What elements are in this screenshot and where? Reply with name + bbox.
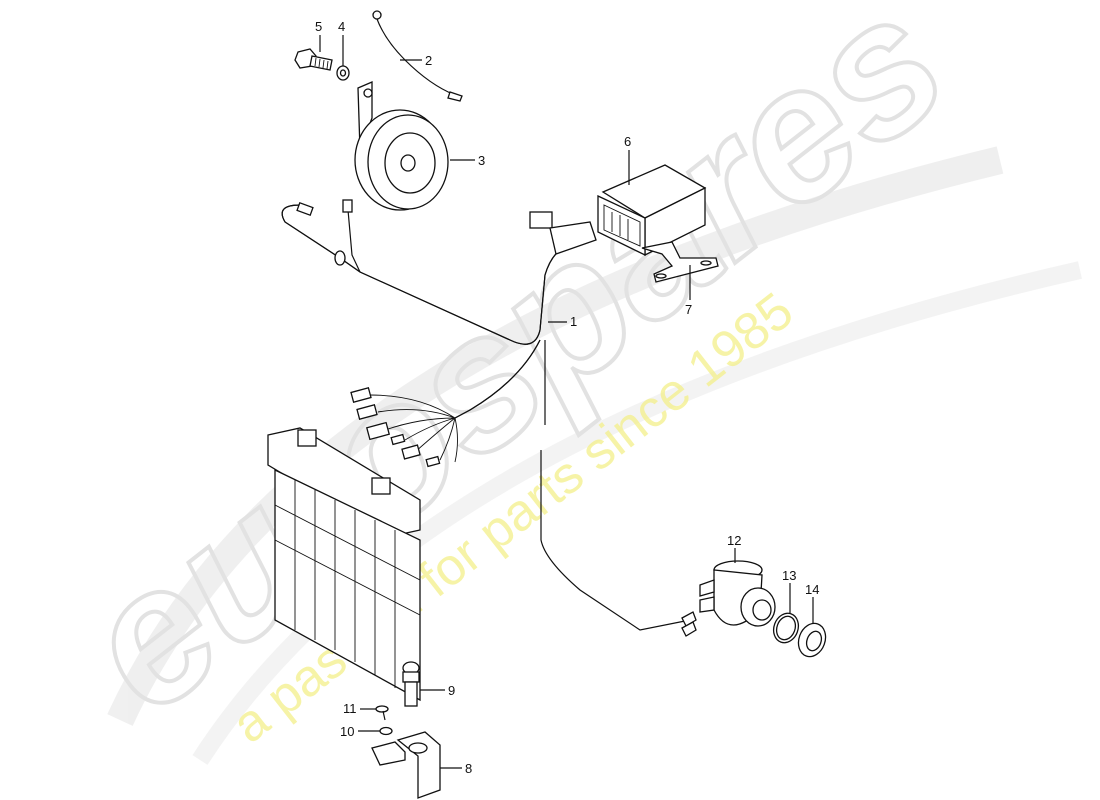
callout-2[interactable]: 2 [425, 53, 432, 68]
callout-leaders [319, 35, 814, 769]
callout-13[interactable]: 13 [782, 568, 796, 583]
callout-10[interactable]: 10 [340, 724, 354, 739]
wiring-harness-part[interactable] [281, 199, 697, 637]
bolt-part[interactable] [294, 48, 333, 71]
callout-4[interactable]: 4 [338, 19, 345, 34]
callout-11[interactable]: 11 [343, 701, 357, 716]
lock-cylinder-part[interactable] [699, 560, 776, 627]
seal-ring-part[interactable] [770, 610, 803, 646]
cover-ring-part[interactable] [794, 620, 830, 661]
horn-part[interactable] [354, 81, 449, 211]
mounting-bracket-part[interactable] [641, 241, 719, 283]
callout-8[interactable]: 8 [465, 761, 472, 776]
washer-part-10[interactable] [379, 726, 393, 736]
callout-3[interactable]: 3 [478, 153, 485, 168]
control-unit-part[interactable] [597, 164, 707, 257]
callout-9[interactable]: 9 [448, 683, 455, 698]
callout-12[interactable]: 12 [727, 533, 741, 548]
contact-switch-part[interactable] [402, 661, 420, 707]
callout-1[interactable]: 1 [570, 314, 577, 329]
callout-5[interactable]: 5 [315, 19, 322, 34]
relay-panel-part[interactable] [267, 427, 421, 702]
callout-labels: 1 2 3 4 5 6 7 8 9 10 11 12 13 14 [315, 19, 819, 776]
callout-6[interactable]: 6 [624, 134, 631, 149]
ground-cable-part[interactable] [372, 10, 463, 102]
screw-part[interactable] [375, 705, 389, 721]
washer-part-4[interactable] [336, 65, 350, 81]
callout-14[interactable]: 14 [805, 582, 819, 597]
callout-7[interactable]: 7 [685, 302, 692, 317]
switch-bracket-part[interactable] [371, 731, 441, 799]
